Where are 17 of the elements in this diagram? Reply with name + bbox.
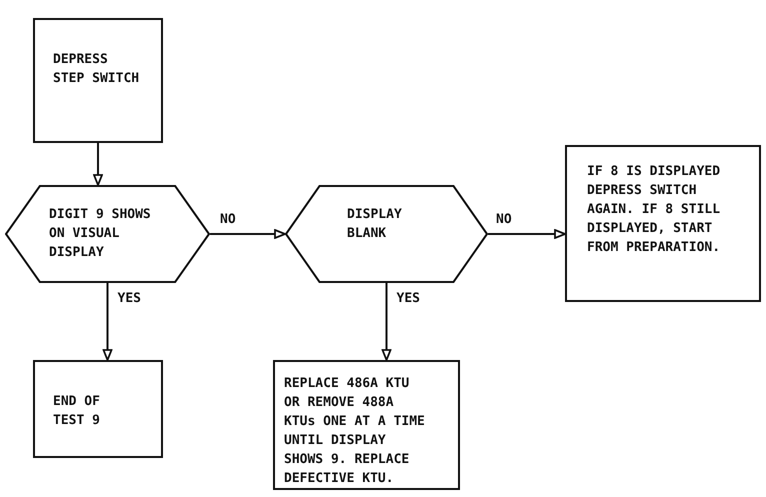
process-box xyxy=(33,18,163,143)
process-box xyxy=(273,360,460,490)
node-text: DIGIT 9 SHOWS ON VISUAL DISPLAY xyxy=(49,206,152,262)
arrow xyxy=(382,283,392,361)
node-text: REPLACE 486A KTU OR REMOVE 488A KTUs ONE AT A TIME UNTIL DISPLAY SHOWS 9. REPLACE DEFECTIVE KTU. xyxy=(284,375,426,488)
arrow xyxy=(102,283,112,361)
decision-hexagon xyxy=(5,185,210,283)
process-box xyxy=(33,360,163,458)
node-text: END OF TEST 9 xyxy=(53,393,101,430)
arrow xyxy=(488,229,566,239)
arrow xyxy=(93,143,103,186)
node-text: IF 8 IS DISPLAYED DEPRESS SWITCH AGAIN. IF 8 STILL DISPLAYED, START FROM PREPARATION. xyxy=(587,163,722,257)
arrow xyxy=(210,229,286,239)
node-text: DEPRESS STEP SWITCH xyxy=(53,51,140,88)
node-text: DISPLAY BLANK xyxy=(347,206,403,243)
process-box xyxy=(565,145,761,302)
decision-hexagon xyxy=(285,185,488,283)
